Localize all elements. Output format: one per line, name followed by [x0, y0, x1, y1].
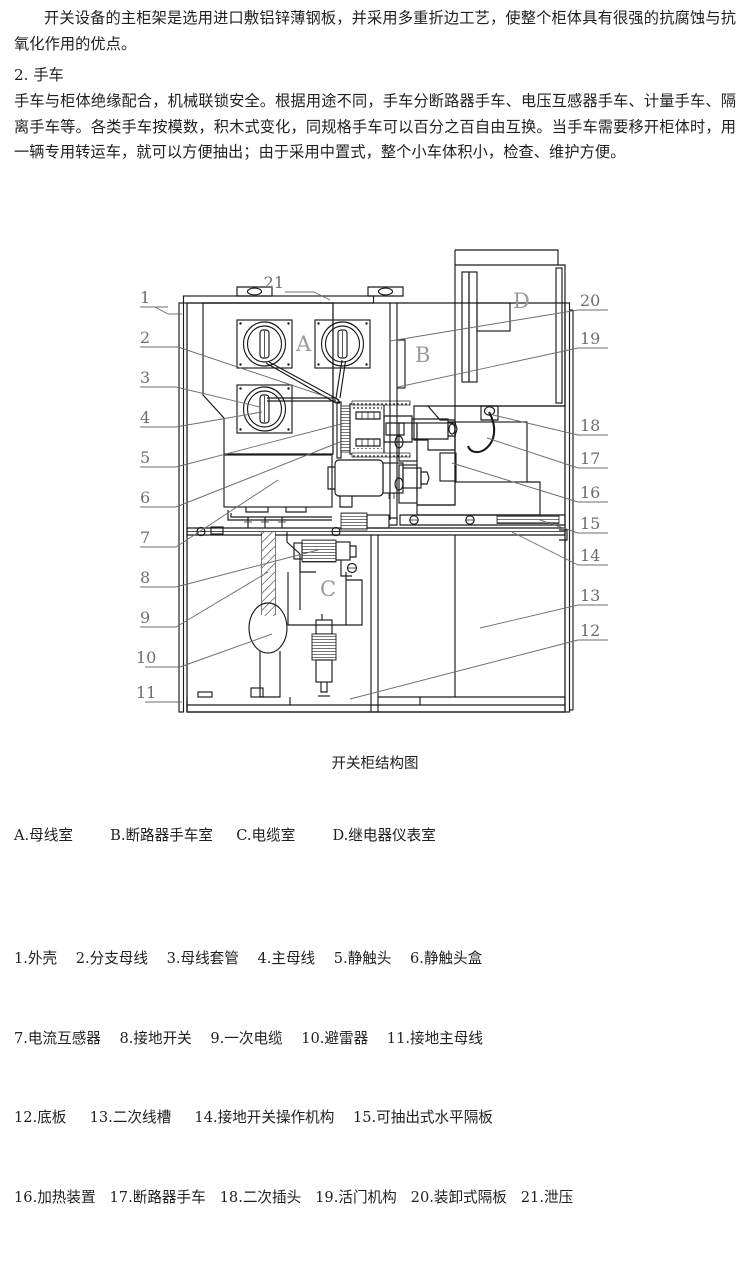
part-18: 18.二次插头 [220, 1189, 302, 1206]
callout-left-11: 11 [136, 683, 156, 702]
parts-legend-row-4: 16.加热装置 17.断路器手车 18.二次插头 19.活门机构 20.装卸式隔… [14, 1185, 740, 1212]
callout-number-group-right: 20 19 18 17 16 15 14 13 12 [580, 291, 600, 640]
part-14: 14.接地开关操作机构 [194, 1109, 334, 1126]
part-16: 16.加热装置 [14, 1189, 96, 1206]
part-15: 15.可抽出式水平隔板 [353, 1109, 493, 1126]
callout-left-10: 10 [136, 648, 156, 667]
part-17: 17.断路器手车 [110, 1189, 206, 1206]
part-19: 19.活门机构 [315, 1189, 397, 1206]
part-6: 6.静触头盒 [410, 950, 482, 967]
part-4: 4.主母线 [257, 950, 315, 967]
part-2: 2.分支母线 [76, 950, 148, 967]
callout-right-18: 18 [580, 416, 600, 435]
callout-left-9: 9 [140, 608, 150, 627]
callout-right-17: 17 [580, 449, 600, 468]
switchgear-diagram-svg: .ln { fill:none; stroke:#1a1a1a; stroke-… [0, 210, 750, 730]
callout-right-12: 12 [580, 621, 600, 640]
callout-left-5: 5 [140, 448, 150, 467]
compartment-legend-c: C.电缆室 [236, 827, 295, 844]
compartment-marker-c: C [320, 577, 336, 601]
document-page: 开关设备的主柜架是选用进口敷铝锌薄钢板，并采用多重折边工艺，使整个柜体具有很强的… [0, 0, 750, 999]
callout-left-8: 8 [140, 568, 150, 587]
compartment-legend: A.母线室 B.断路器手车室 C.电缆室 D.继电器仪表室 [14, 824, 736, 845]
callout-left-3: 3 [140, 368, 150, 387]
compartment-marker-b: B [415, 343, 430, 367]
callout-left-7: 7 [140, 528, 150, 547]
part-9: 9.一次电缆 [210, 1030, 282, 1047]
callout-left-4: 4 [140, 408, 150, 427]
part-1: 1.外壳 [14, 950, 57, 967]
figure-caption: 开关柜结构图 [0, 752, 750, 773]
part-5: 5.静触头 [334, 950, 392, 967]
part-10: 10.避雷器 [301, 1030, 368, 1047]
parts-legend-row-1: 1.外壳 2.分支母线 3.母线套管 4.主母线 5.静触头 6.静触头盒 [14, 946, 740, 973]
part-12: 12.底板 [14, 1109, 66, 1126]
parts-legend-row-3: 12.底板 13.二次线槽 14.接地开关操作机构 15.可抽出式水平隔板 [14, 1105, 740, 1132]
intro-paragraph: 开关设备的主柜架是选用进口敷铝锌薄钢板，并采用多重折边工艺，使整个柜体具有很强的… [14, 6, 736, 57]
callout-right-16: 16 [580, 483, 600, 502]
compartment-legend-a: A.母线室 [14, 827, 73, 844]
parts-legend-row-2: 7.电流互感器 8.接地开关 9.一次电缆 10.避雷器 11.接地主母线 [14, 1026, 740, 1053]
switchgear-structure-figure: .ln { fill:none; stroke:#1a1a1a; stroke-… [0, 210, 750, 730]
compartment-marker-a: A [295, 332, 312, 356]
callout-right-20: 20 [580, 291, 600, 310]
callout-right-14: 14 [580, 546, 600, 565]
part-20: 20.装卸式隔板 [411, 1189, 507, 1206]
callout-top-21: 21 [264, 273, 284, 292]
section-heading-trolley: 2. 手车 [14, 63, 64, 88]
callout-right-13: 13 [580, 586, 600, 605]
callout-left-2: 2 [140, 328, 150, 347]
callout-right-19: 19 [580, 329, 600, 348]
parts-legend: 1.外壳 2.分支母线 3.母线套管 4.主母线 5.静触头 6.静触头盒 7.… [14, 893, 740, 1264]
part-8: 8.接地开关 [119, 1030, 191, 1047]
part-3: 3.母线套管 [167, 950, 239, 967]
part-7: 7.电流互感器 [14, 1030, 101, 1047]
compartment-legend-b: B.断路器手车室 [110, 827, 213, 844]
callout-left-1: 1 [140, 288, 150, 307]
callout-right-15: 15 [580, 514, 600, 533]
part-11: 11.接地主母线 [387, 1030, 483, 1047]
trolley-paragraph: 手车与柜体绝缘配合，机械联锁安全。根据用途不同，手车分断路器手车、电压互感器手车… [14, 89, 736, 166]
part-13: 13.二次线槽 [90, 1109, 172, 1126]
part-21: 21.泄压 [521, 1189, 573, 1206]
callout-left-6: 6 [140, 488, 150, 507]
compartment-marker-d: D [513, 289, 530, 313]
compartment-legend-d: D.继电器仪表室 [332, 827, 435, 844]
